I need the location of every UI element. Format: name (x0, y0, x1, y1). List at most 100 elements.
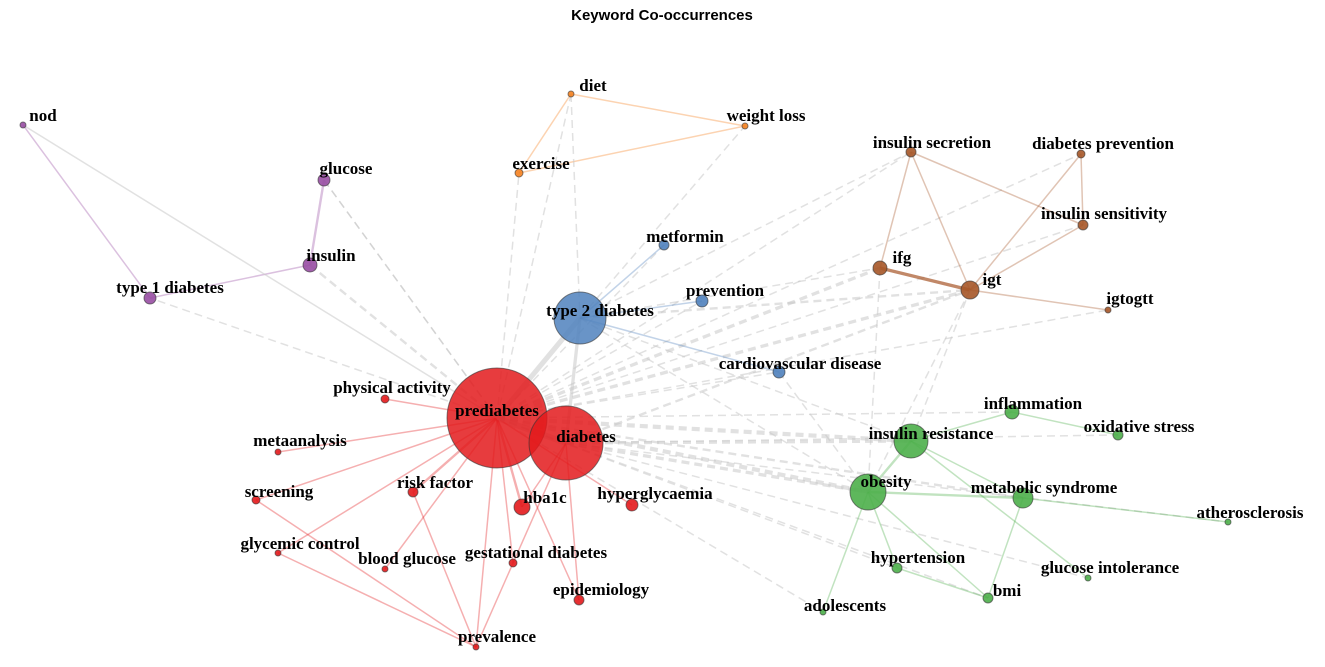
node-risk-factor[interactable] (407, 486, 419, 498)
node-atherosclerosis[interactable] (1224, 518, 1232, 526)
edge-ifg-igt (879, 266, 971, 292)
label-insulin-resistance: insulin resistance (869, 424, 994, 443)
label-metaanalysis: metaanalysis (253, 431, 347, 450)
edge-prediabetes-type-1-diabetes (149, 297, 498, 419)
edge-ifg-obesity (867, 267, 881, 493)
label-ifg: ifg (893, 248, 912, 267)
edge-prediabetes-bmi (496, 417, 989, 599)
node-insulin[interactable] (302, 257, 318, 273)
edge-diabetes-igt (565, 288, 971, 445)
edge-prediabetes-metabolic-syndrome (496, 416, 1024, 500)
node-blood-glucose[interactable] (381, 565, 389, 573)
label-nod: nod (29, 106, 57, 125)
label-type-1-diabetes: type 1 diabetes (116, 278, 224, 297)
node-igt[interactable] (960, 280, 980, 300)
edge-prediabetes-diet (496, 93, 572, 419)
node-oxidative-stress[interactable] (1112, 429, 1124, 441)
edge-prediabetes-insulin-sensitivity (496, 224, 1084, 419)
label-glycemic-control: glycemic control (240, 534, 359, 553)
node-diabetes[interactable] (528, 405, 604, 481)
label-prevalence: prevalence (458, 627, 537, 646)
label-igtogtt: igtogtt (1106, 289, 1154, 308)
node-ifg[interactable] (872, 260, 888, 276)
edge-diabetes-glucose-intolerance (565, 442, 1089, 579)
edge-obesity-metabolic-syndrome (867, 490, 1024, 500)
edge-type-2-diabetes-insulin-secretion (579, 151, 912, 319)
edge-insulin-type-1-diabetes (149, 264, 311, 299)
node-physical-activity[interactable] (380, 394, 390, 404)
label-bmi: bmi (993, 581, 1022, 600)
edge-prediabetes-diabetes-prevention (496, 153, 1082, 419)
edge-nod-prediabetes (22, 124, 498, 419)
edge-type-2-diabetes-weight-loss (579, 125, 746, 319)
label-glucose-intolerance: glucose intolerance (1041, 558, 1180, 577)
label-inflammation: inflammation (984, 394, 1083, 413)
edge-diabetes-obesity (565, 441, 869, 494)
edge-diet-weight-loss (570, 93, 746, 127)
edge-screening-prevalence (255, 499, 477, 648)
label-prediabetes: prediabetes (455, 401, 539, 420)
node-screening[interactable] (251, 495, 261, 505)
node-type-1-diabetes[interactable] (143, 291, 157, 305)
node-diet[interactable] (567, 90, 575, 98)
node-metaanalysis[interactable] (274, 448, 282, 456)
edge-type-2-diabetes-insulin-resistance (579, 317, 912, 442)
node-obesity[interactable] (849, 473, 887, 511)
label-diabetes-prevention: diabetes prevention (1032, 134, 1174, 153)
label-metformin: metformin (646, 227, 724, 246)
node-glucose[interactable] (317, 173, 331, 187)
edge-diabetes-oxidative-stress (565, 434, 1119, 444)
edge-igt-obesity (867, 289, 971, 493)
node-prevention[interactable] (695, 294, 709, 308)
label-cardiovascular-disease: cardiovascular disease (719, 354, 882, 373)
node-metabolic-syndrome[interactable] (1012, 487, 1034, 509)
label-atherosclerosis: atherosclerosis (1196, 503, 1303, 522)
node-hypertension[interactable] (891, 562, 903, 574)
node-insulin-resistance[interactable] (893, 423, 929, 459)
node-cardiovascular-disease[interactable] (772, 365, 786, 379)
label-glucose: glucose (320, 159, 373, 178)
label-adolescents: adolescents (804, 596, 887, 615)
node-metformin[interactable] (658, 239, 670, 251)
label-epidemiology: epidemiology (553, 580, 650, 599)
node-glycemic-control[interactable] (274, 549, 282, 557)
edge-igt-insulin-secretion (910, 151, 971, 291)
node-diabetes-prevention[interactable] (1076, 149, 1086, 159)
node-type-2-diabetes[interactable] (553, 291, 607, 345)
edge-prediabetes-igt (496, 288, 971, 420)
edge-prediabetes-cardiovascular-disease (496, 371, 780, 419)
node-insulin-sensitivity[interactable] (1077, 219, 1089, 231)
node-nod[interactable] (19, 121, 27, 129)
edge-diabetes-prevention-insulin-sensitivity (1080, 153, 1084, 226)
edge-metabolic-syndrome-atherosclerosis (1022, 497, 1229, 523)
edge-prediabetes-adolescents (496, 417, 824, 613)
node-bmi[interactable] (982, 592, 994, 604)
node-prevalence[interactable] (472, 643, 480, 651)
label-diet: diet (579, 76, 607, 95)
edge-insulin-resistance-igt (910, 289, 971, 442)
node-hyperglycaemia[interactable] (625, 498, 639, 512)
label-insulin-sensitivity: insulin sensitivity (1041, 204, 1168, 223)
node-inflammation[interactable] (1004, 404, 1020, 420)
label-risk-factor: risk factor (397, 473, 473, 492)
node-exercise[interactable] (514, 168, 524, 178)
label-blood-glucose: blood glucose (358, 549, 456, 568)
node-hba1c[interactable] (513, 498, 531, 516)
node-weight-loss[interactable] (741, 122, 749, 130)
node-glucose-intolerance[interactable] (1084, 574, 1092, 582)
label-exercise: exercise (512, 154, 570, 173)
edge-cardiovascular-disease-obesity (778, 371, 869, 493)
node-epidemiology[interactable] (573, 594, 585, 606)
edge-ifg-insulin-secretion (879, 151, 912, 269)
edge-inflammation-oxidative-stress (1011, 411, 1119, 436)
node-adolescents[interactable] (819, 608, 827, 616)
label-oxidative-stress: oxidative stress (1084, 417, 1195, 436)
node-igtogtt[interactable] (1104, 306, 1112, 314)
node-insulin-secretion[interactable] (905, 146, 917, 158)
edge-prediabetes-insulin-secretion (496, 151, 912, 419)
node-gestational-diabetes[interactable] (508, 558, 518, 568)
label-weight-loss: weight loss (727, 106, 806, 125)
label-igt: igt (983, 270, 1002, 289)
label-gestational-diabetes: gestational diabetes (465, 543, 608, 562)
edge-glucose-prediabetes (323, 179, 498, 419)
